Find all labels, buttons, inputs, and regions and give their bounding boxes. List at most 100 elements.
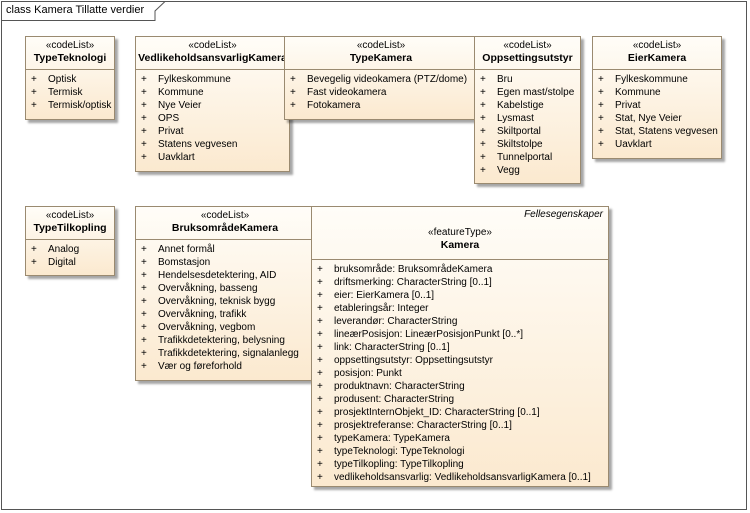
literal-item: +Privat [593,99,721,112]
item-text: eier: EierKamera [0..1] [334,290,435,301]
literal-item: + Vær og føreforhold [136,360,314,373]
visibility-marker: + [480,165,486,176]
class-eier-kamera[interactable]: «codeList» EierKamera +Fylkeskommune+Kom… [592,36,722,159]
visibility-marker: + [141,309,147,320]
stereotype-label: «codeList» [188,40,237,51]
item-text: produsent: CharacterString [334,394,455,405]
visibility-marker: + [480,126,486,137]
stereotype-label: «codeList» [356,40,406,51]
literal-item: +Overvåkning, basseng [136,282,314,295]
stereotype-label: «featureType» [428,227,492,238]
item-text: Tunnelportal [497,152,553,163]
class-oppsettingsutstyr[interactable]: «codeList» Oppsettingsutstyr +Bru+Egen m… [474,36,581,184]
literal-item: +Skiltportal [475,125,580,138]
attribute-list: +Fylkeskommune+Kommune+Nye Veier+OPS+Pri… [136,70,289,164]
literal-item: + Fast videokamera [285,86,477,99]
visibility-marker: + [141,335,147,346]
attribute-item: + produsent: CharacterString [312,393,608,406]
visibility-marker: + [480,74,486,85]
visibility-marker: + [598,100,604,111]
attribute-item: +eier: EierKamera [0..1] [312,289,608,302]
visibility-marker: + [317,394,323,405]
item-text: Annet formål [158,244,215,255]
visibility-marker: + [141,322,147,333]
class-bruksomrade-kamera[interactable]: «codeList» BruksområdeKamera + Annet form… [135,206,315,381]
item-text: Skiltstolpe [497,139,543,150]
attribute-item: +vedlikeholdsansvarlig: Vedlikeholdsansv… [312,471,608,484]
class-kamera[interactable]: Fellesegenskaper «featureType» Kamera +b… [311,206,609,487]
item-text: Overvåkning, trafikk [158,309,247,320]
item-text: prosjektInternObjekt_ID: CharacterString… [334,407,540,418]
visibility-marker: + [480,113,486,124]
literal-item: +Fylkeskommune [593,73,721,86]
item-text: Optisk [48,74,77,85]
item-text: Statens vegvesen [158,139,238,150]
item-text: OPS [158,113,180,124]
item-text: Kommune [158,87,204,98]
visibility-marker: + [290,87,296,98]
item-text: Termisk [48,87,83,98]
literal-item: + Annet formål [136,243,314,256]
visibility-marker: + [141,74,147,85]
attribute-list: + Annet formål + Bomstasjon + Hendelsesdetekt… [136,240,314,373]
literal-item: +Stat, Statens vegvesen [593,125,721,138]
item-text: produktnavn: CharacterString [334,381,465,392]
class-name: TypeTilkopling [33,222,107,234]
class-type-teknologi[interactable]: «codeList» TypeTeknologi +Optisk+Termisk… [25,36,115,120]
visibility-marker: + [141,361,147,372]
item-text: posisjon: Punkt [334,368,402,379]
item-text: Bomstasjon [158,257,211,268]
item-text: oppsettingsutstyr: Oppsettingsutstyr [334,355,493,366]
visibility-marker: + [141,126,147,137]
visibility-marker: + [317,407,323,418]
visibility-marker: + [317,264,323,275]
literal-item: +Trafikkdetektering, belysning [136,334,314,347]
visibility-marker: + [141,270,147,281]
literal-item: +Bevegelig videokamera (PTZ/dome) [285,73,477,86]
class-header: «codeList» VedlikeholdsansvarligKamera [136,37,289,70]
attribute-list: +Fylkeskommune + Kommune+Privat+Stat, Nye … [593,70,721,151]
literal-item: +OPS [136,112,289,125]
visibility-marker: + [480,152,486,163]
item-text: Kabelstige [497,100,544,111]
item-text: Overvåkning, basseng [158,283,258,294]
attribute-item: +leverandør: CharacterString [312,315,608,328]
item-text: Bru [497,74,513,85]
literal-item: + Kabelstige [475,99,580,112]
item-text: Fast videokamera [307,87,387,98]
attribute-item: +etableringsår: Integer [312,302,608,315]
attribute-list: +Bevegelig videokamera (PTZ/dome)+ Fast v… [285,70,477,112]
item-text: vedlikeholdsansvarlig: Vedlikeholdsansva… [334,472,591,483]
visibility-marker: + [480,139,486,150]
visibility-marker: + [480,100,486,111]
visibility-marker: + [141,257,147,268]
item-text: Bevegelig videokamera (PTZ/dome) [307,74,468,85]
literal-item: +Stat, Nye Veier [593,112,721,125]
class-header: «codeList» BruksområdeKamera [136,207,314,240]
item-text: Vær og føreforhold [158,361,242,372]
literal-item: +Optisk [26,73,114,86]
attribute-item: +typeTilkopling: TypeTilkopling [312,458,608,471]
literal-item: + Tunnelportal [475,151,580,164]
item-text: Kommune [615,87,661,98]
class-name: EierKamera [627,52,687,64]
class-type-kamera[interactable]: «codeList» TypeKamera +Bevegelig videoka… [284,36,478,120]
class-vedlikeholdsansvarlig-kamera[interactable]: «codeList» VedlikeholdsansvarligKamera +… [135,36,290,172]
item-text: etableringsår: Integer [334,303,429,314]
class-name: TypeKamera [349,52,413,64]
literal-item: +Nye Veier [136,99,289,112]
stereotype-label: «codeList» [503,40,552,51]
class-type-tilkopling[interactable]: «codeList» TypeTilkopling +Analog+Digita… [25,206,115,276]
literal-item: +Egen mast/stolpe [475,86,580,99]
visibility-marker: + [317,329,323,340]
item-text: Hendelsesdetektering, AID [158,270,277,281]
item-text: driftsmerking: CharacterString [0..1] [334,277,492,288]
item-text: Lysmast [497,113,534,124]
literal-item: +Digital [26,256,114,269]
visibility-marker: + [598,126,604,137]
visibility-marker: + [598,139,604,150]
visibility-marker: + [31,87,37,98]
visibility-marker: + [141,244,147,255]
literal-item: +Termisk/optisk [26,99,114,112]
